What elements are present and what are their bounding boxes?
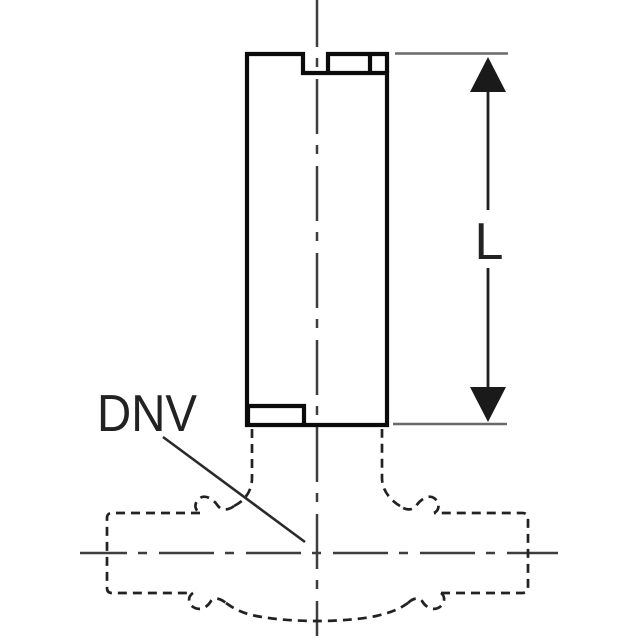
part-top-right-box [325, 51, 390, 73]
valve-body-hidden-outline [105, 429, 530, 623]
valve-reference-label: DNV [97, 385, 197, 443]
part-body-outline [244, 51, 390, 428]
valve-bottom-bulge [225, 601, 409, 623]
valve-neck-left [233, 429, 254, 508]
dnv-callout: DNV [97, 385, 306, 544]
arrow-up-icon [470, 57, 506, 92]
valve-ridge-top-left [194, 495, 235, 515]
valve-end-right [434, 511, 530, 595]
valve-ridge-top-right [399, 495, 440, 515]
leader-line [162, 435, 306, 544]
valve-ridge-bottom-left [187, 591, 227, 611]
part-bottom-left-box [245, 403, 307, 425]
arrow-down-icon [470, 387, 506, 422]
valve-ridge-bottom-right [407, 591, 446, 611]
length-dimension-label: L [475, 213, 504, 271]
valve-neck-right [380, 429, 401, 508]
actuator-part-outline [244, 51, 390, 428]
valve-end-left [105, 511, 200, 595]
dimension-L: L [393, 52, 508, 426]
